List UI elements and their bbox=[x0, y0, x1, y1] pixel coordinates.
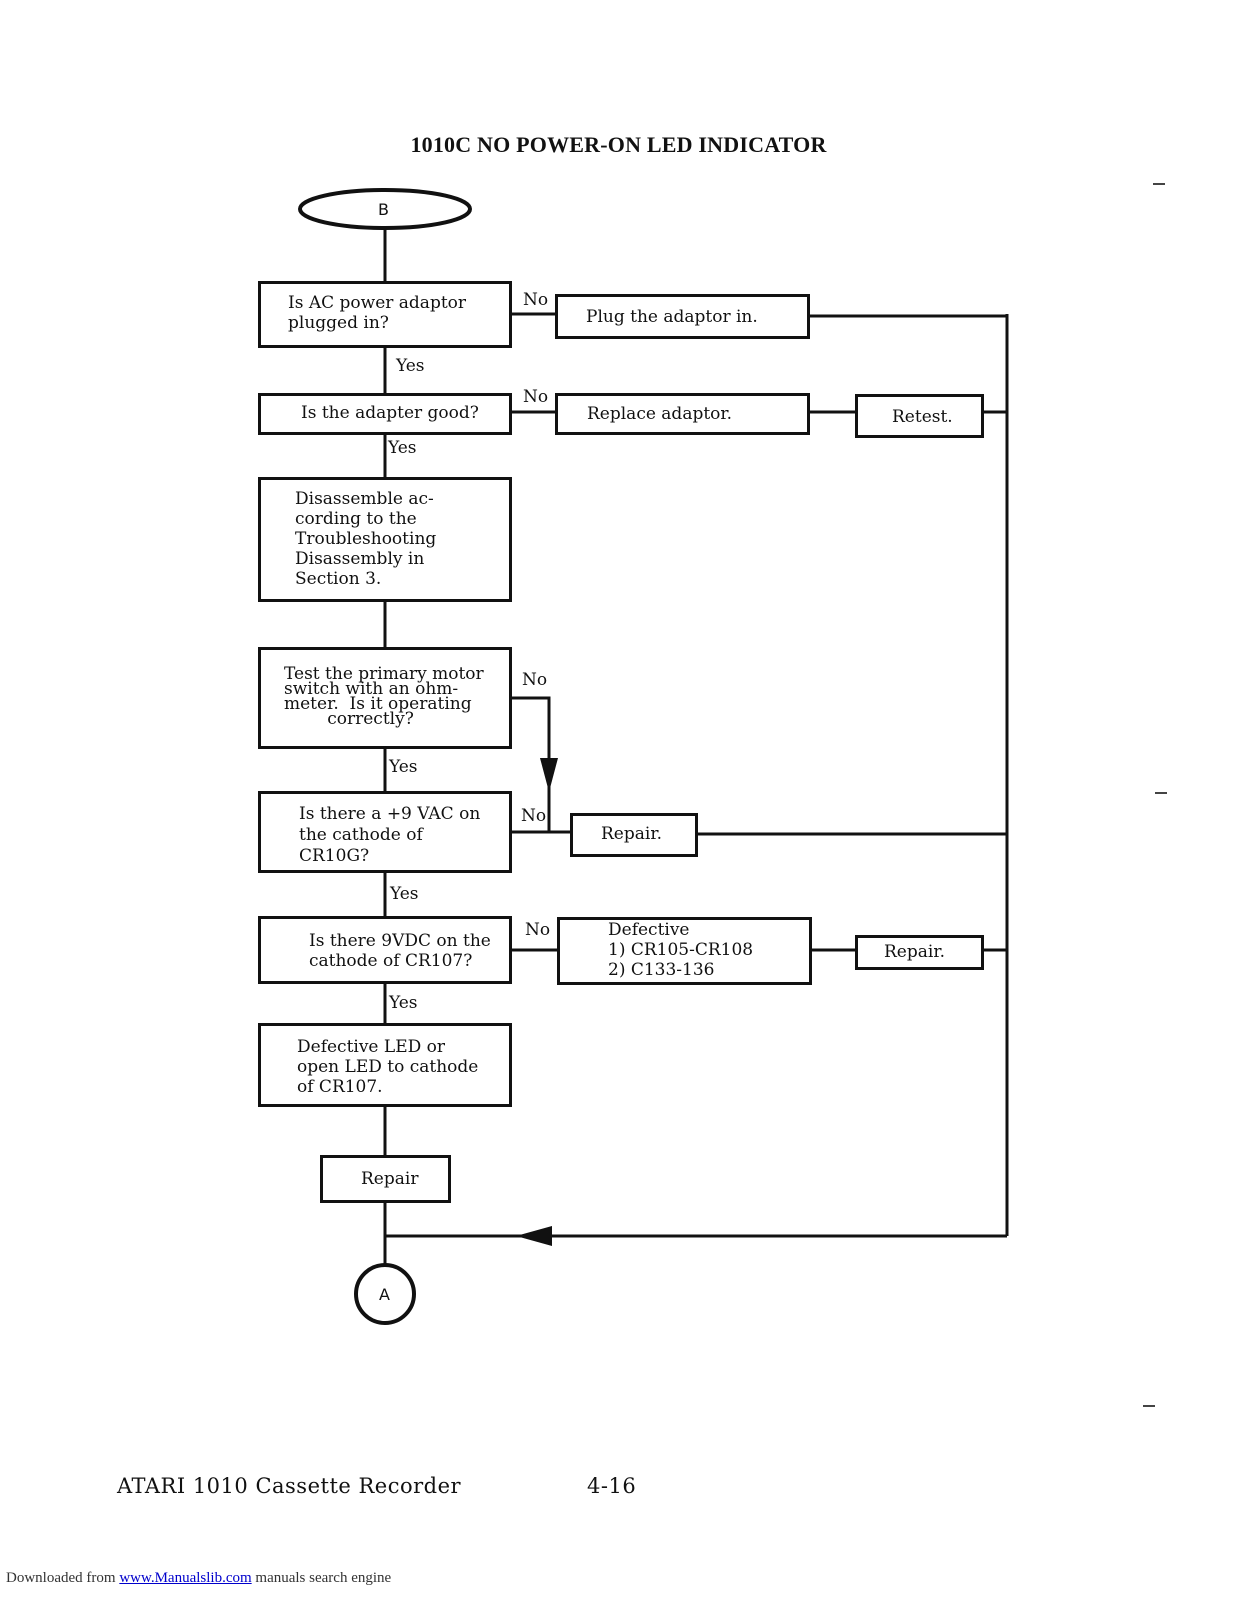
yes-label-9vac: Yes bbox=[390, 884, 419, 904]
start-connector-shape bbox=[298, 188, 472, 230]
action-repair-2: Repair. bbox=[855, 935, 984, 970]
yes-label-adapter: Yes bbox=[388, 438, 417, 458]
action-disassemble-text: Disassemble ac- cording to the Troublesh… bbox=[295, 489, 437, 589]
action-repair-1: Repair. bbox=[570, 813, 698, 857]
footer-title: ATARI 1010 Cassette Recorder bbox=[117, 1474, 462, 1498]
end-connector-shape bbox=[354, 1263, 416, 1325]
arrow-left-icon bbox=[516, 1226, 552, 1246]
yes-label-9vdc: Yes bbox=[389, 993, 418, 1013]
action-retest: Retest. bbox=[855, 394, 984, 438]
action-repair-3-text: Repair bbox=[361, 1169, 419, 1189]
download-notice: Downloaded from www.Manualslib.com manua… bbox=[6, 1570, 391, 1587]
action-disassemble: Disassemble ac- cording to the Troublesh… bbox=[258, 477, 512, 602]
start-connector-label: B bbox=[378, 200, 389, 219]
no-label-adapter: No bbox=[523, 387, 549, 407]
end-connector-label: A bbox=[379, 1285, 390, 1304]
action-plug-adaptor: Plug the adaptor in. bbox=[555, 294, 810, 339]
question-9vac: Is there a +9 VAC on the cathode of CR10… bbox=[258, 791, 512, 873]
download-suffix: manuals search engine bbox=[255, 1570, 392, 1586]
question-9vdc: Is there 9VDC on the cathode of CR107? bbox=[258, 916, 512, 984]
margin-mark bbox=[1143, 1405, 1155, 1407]
action-plug-adaptor-text: Plug the adaptor in. bbox=[586, 307, 758, 327]
action-repair-2-text: Repair. bbox=[884, 942, 945, 962]
defective-components-text: Defective 1) CR105-CR108 2) C133-136 bbox=[608, 920, 754, 980]
page-title: 1010C NO POWER-ON LED INDICATOR bbox=[410, 132, 827, 157]
yes-label-switch: Yes bbox=[389, 757, 418, 777]
no-label-switch: No bbox=[522, 670, 548, 690]
page-number: 4-16 bbox=[587, 1474, 637, 1498]
arrow-down-icon bbox=[540, 758, 558, 792]
download-prefix: Downloaded from bbox=[6, 1570, 116, 1586]
question-adapter-good-text: Is the adapter good? bbox=[301, 403, 479, 423]
action-repair-3: Repair bbox=[320, 1155, 451, 1203]
yes-label-ac: Yes bbox=[396, 356, 425, 376]
question-9vac-text: Is there a +9 VAC on the cathode of CR10… bbox=[299, 804, 481, 866]
action-replace-adaptor-text: Replace adaptor. bbox=[587, 404, 733, 424]
action-repair-1-text: Repair. bbox=[601, 824, 662, 844]
defective-led: Defective LED or open LED to cathode of … bbox=[258, 1023, 512, 1107]
defective-led-text: Defective LED or open LED to cathode of … bbox=[297, 1037, 479, 1097]
action-retest-text: Retest. bbox=[892, 407, 953, 427]
no-label-ac: No bbox=[523, 290, 549, 310]
margin-mark bbox=[1155, 792, 1167, 794]
question-motor-switch-text: Test the primary motor switch with an oh… bbox=[284, 664, 484, 729]
action-replace-adaptor: Replace adaptor. bbox=[555, 393, 810, 435]
question-adapter-good: Is the adapter good? bbox=[258, 393, 512, 435]
manualslib-link[interactable]: www.Manualslib.com bbox=[119, 1570, 252, 1586]
no-label-9vac: No bbox=[521, 806, 547, 826]
no-label-9vdc: No bbox=[525, 920, 551, 940]
question-9vdc-text: Is there 9VDC on the cathode of CR107? bbox=[309, 931, 491, 971]
defective-components: Defective 1) CR105-CR108 2) C133-136 bbox=[557, 917, 812, 985]
margin-mark bbox=[1153, 183, 1165, 185]
question-ac-adaptor: Is AC power adaptor plugged in? bbox=[258, 281, 512, 348]
question-ac-adaptor-text: Is AC power adaptor plugged in? bbox=[288, 293, 467, 333]
question-motor-switch: Test the primary motor switch with an oh… bbox=[258, 647, 512, 749]
